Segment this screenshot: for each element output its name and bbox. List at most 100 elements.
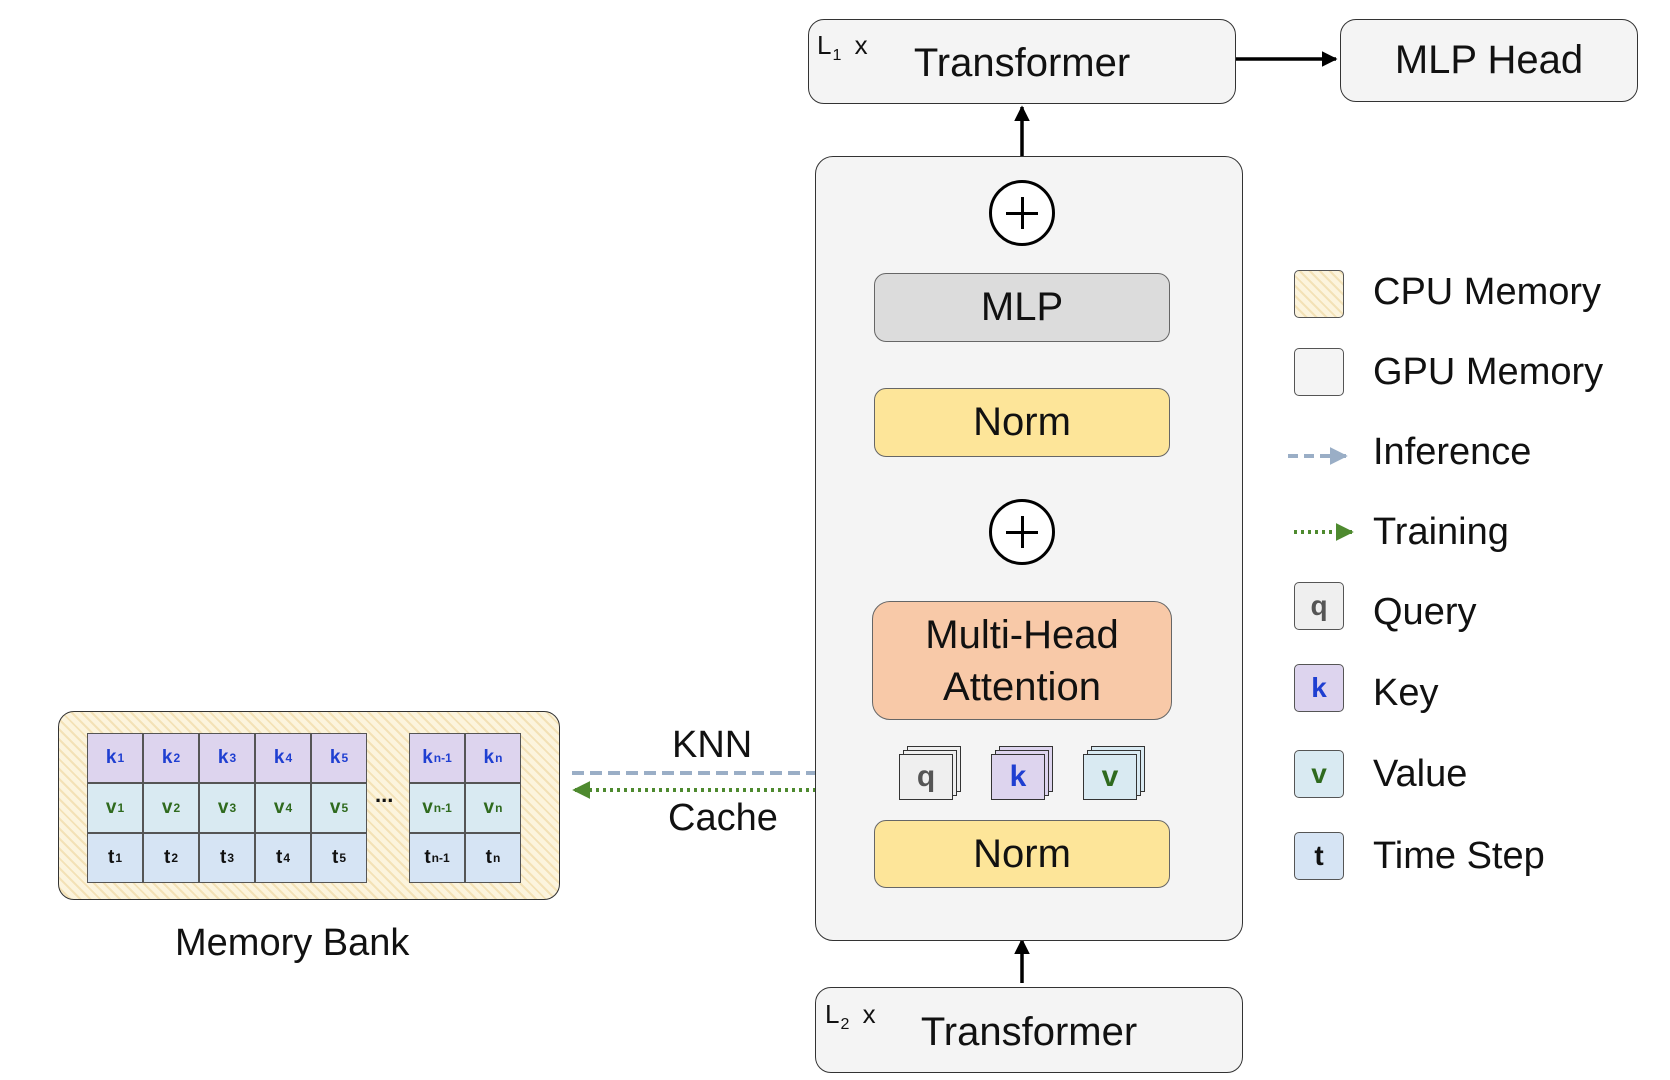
memory-cell-symbol: t <box>275 847 283 868</box>
bottom-multiplier-sub: 2 <box>840 1016 850 1033</box>
key-card: k <box>991 754 1045 800</box>
memory-cell-symbol: k <box>217 747 229 768</box>
legend-time-label: Time Step <box>1373 835 1545 877</box>
memory-cell-subscript: 1 <box>115 851 122 865</box>
legend-cpu-swatch <box>1294 270 1344 318</box>
query-card: q <box>899 754 953 800</box>
memory-cell-subscript: 4 <box>283 851 290 865</box>
mlp-head-label: MLP Head <box>1394 38 1584 82</box>
memory-cell-subscript: n-1 <box>433 801 452 815</box>
legend-time-swatch: t <box>1294 832 1344 880</box>
query-stack: q <box>899 746 961 800</box>
memory-cell-symbol: t <box>485 847 492 868</box>
cache-label: Cache <box>668 797 778 839</box>
mlp-label: MLP <box>980 285 1064 329</box>
norm-top-box: Norm <box>874 388 1170 457</box>
memory-cell-subscript: 1 <box>117 801 125 815</box>
legend-cpu-label: CPU Memory <box>1373 271 1602 313</box>
multi-head-attention-box: Multi-Head Attention <box>872 601 1172 720</box>
memory-cell-subscript: 5 <box>341 801 349 815</box>
top-transformer-label: Transformer <box>913 41 1131 85</box>
memory-cell-subscript: n <box>492 851 501 865</box>
bottom-transformer-multiplier: L2 x <box>825 999 876 1034</box>
memory-cell-symbol: t <box>163 847 171 868</box>
memory-cell-symbol: v <box>273 797 285 818</box>
memory-cell-symbol: k <box>483 747 495 768</box>
memory-cell-subscript: 3 <box>229 751 237 765</box>
memory-cell-subscript: 2 <box>171 851 178 865</box>
top-transformer-box: Transformer <box>808 19 1236 104</box>
mlp-box: MLP <box>874 273 1170 342</box>
memory-cell-symbol: t <box>219 847 227 868</box>
legend-gpu-swatch <box>1294 348 1344 396</box>
key-stack: k <box>991 746 1053 800</box>
residual-add-bottom <box>989 499 1055 565</box>
memory-cell-symbol: v <box>329 797 341 818</box>
memory-cell-symbol: t <box>424 847 431 868</box>
legend-training-label: Training <box>1373 511 1509 553</box>
legend-query-label: Query <box>1373 591 1477 633</box>
memory-cell-subscript: n <box>495 751 503 765</box>
legend-query-swatch: q <box>1294 582 1344 630</box>
memory-cell-subscript: 3 <box>229 801 237 815</box>
memory-cell-symbol: v <box>483 797 495 818</box>
memory-cell-symbol: k <box>161 747 173 768</box>
memory-cell-subscript: 5 <box>341 751 349 765</box>
norm-bottom-box: Norm <box>874 820 1170 888</box>
memory-cell-symbol: v <box>161 797 173 818</box>
legend-value-label: Value <box>1373 753 1468 795</box>
memory-cell-subscript: 2 <box>173 801 181 815</box>
norm-top-label: Norm <box>973 400 1071 444</box>
bottom-transformer-box: Transformer <box>815 987 1243 1073</box>
norm-bottom-label: Norm <box>973 831 1071 876</box>
top-multiplier-x: x <box>854 30 868 60</box>
legend-value-swatch: v <box>1294 750 1344 798</box>
legend-key-swatch: k <box>1294 664 1344 712</box>
memory-cell-subscript: 5 <box>339 851 346 865</box>
memory-cell-subscript: n-1 <box>431 851 450 865</box>
memory-cell-symbol: t <box>107 847 115 868</box>
memory-cell-subscript: 4 <box>285 751 293 765</box>
bottom-transformer-label: Transformer <box>920 1009 1138 1054</box>
legend-gpu-label: GPU Memory <box>1373 351 1604 393</box>
memory-cell-symbol: t <box>331 847 339 868</box>
residual-add-top <box>989 180 1055 246</box>
memory-cell-subscript: 2 <box>173 751 181 765</box>
legend-inference-label: Inference <box>1373 431 1532 473</box>
mlp-head-box: MLP Head <box>1340 19 1638 102</box>
top-multiplier-sub: 1 <box>832 47 842 64</box>
top-transformer-multiplier: L1 x <box>817 30 868 65</box>
memory-bank-title: Memory Bank <box>175 922 410 964</box>
mha-line2: Attention <box>943 664 1101 709</box>
memory-ellipsis: ... <box>375 782 394 807</box>
memory-cell-subscript: 1 <box>117 751 125 765</box>
bottom-multiplier-x: x <box>862 999 876 1029</box>
top-multiplier-letter: L <box>817 30 832 60</box>
memory-cell-subscript: n <box>495 801 503 815</box>
memory-cell-symbol: k <box>273 747 285 768</box>
memory-cell-symbol: k <box>329 747 341 768</box>
mha-line1: Multi-Head <box>925 612 1119 657</box>
memory-cell-subscript: 4 <box>285 801 293 815</box>
bottom-multiplier-letter: L <box>825 999 840 1029</box>
memory-cell-symbol: k <box>422 747 433 768</box>
value-card: v <box>1083 754 1137 800</box>
memory-cell-subscript: 3 <box>227 851 234 865</box>
